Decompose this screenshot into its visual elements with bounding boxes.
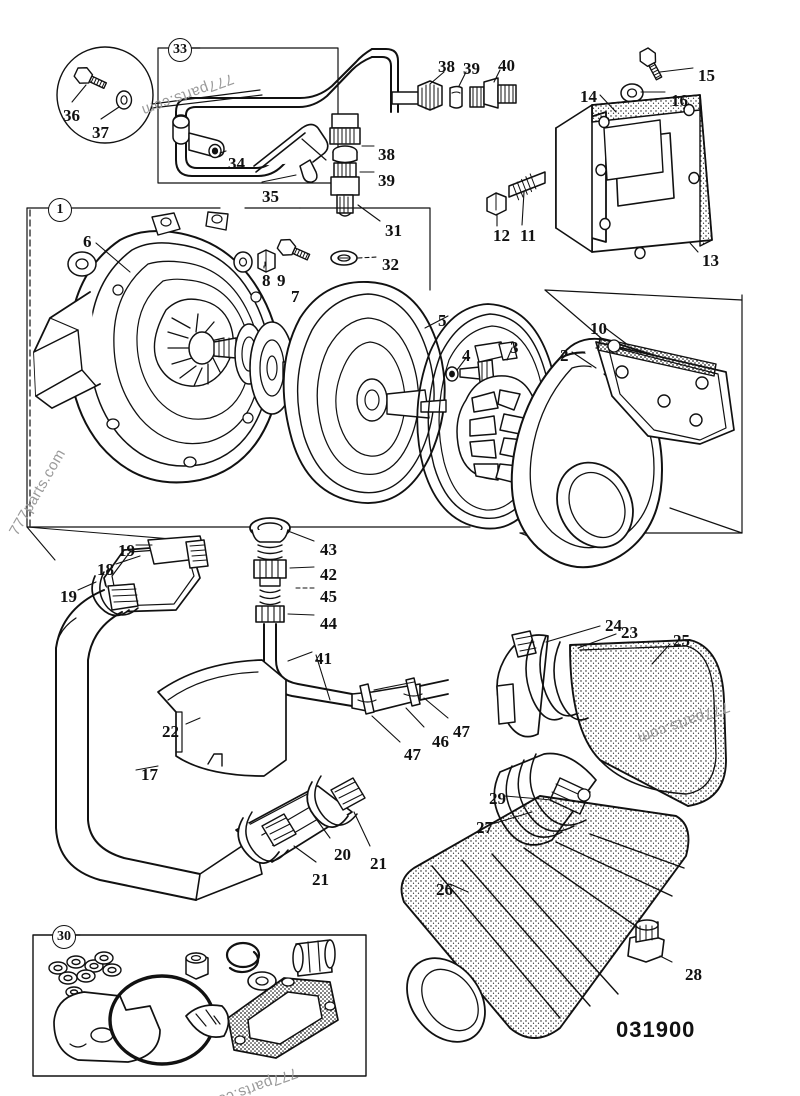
callout-42: 42 <box>320 565 337 584</box>
drawing-number: 031900 <box>616 1017 696 1042</box>
callout-18: 18 <box>97 560 114 579</box>
callout-35: 35 <box>262 187 279 206</box>
callout-36: 36 <box>63 106 80 125</box>
callout-9: 9 <box>277 271 286 290</box>
callout-21-a: 21 <box>370 854 387 873</box>
callout-23: 23 <box>621 623 638 642</box>
callout-32: 32 <box>382 255 399 274</box>
callout-47-a: 47 <box>453 722 470 741</box>
callout-24: 24 <box>605 616 622 635</box>
callout-44: 44 <box>320 614 337 633</box>
callout-45: 45 <box>320 587 337 606</box>
callout-37: 37 <box>92 123 109 142</box>
callout-22: 22 <box>162 722 179 741</box>
group-label-33: 33 <box>168 38 192 62</box>
callout-11: 11 <box>520 226 537 245</box>
callout-34: 34 <box>228 154 245 173</box>
callout-26: 26 <box>436 880 453 899</box>
callout-38-low: 38 <box>378 145 395 164</box>
callout-47-b: 47 <box>404 745 421 764</box>
callout-4: 4 <box>462 346 471 365</box>
callout-19-a: 19 <box>118 541 135 560</box>
callout-29: 29 <box>489 789 506 808</box>
callout-13: 13 <box>702 251 719 270</box>
callout-14: 14 <box>580 87 597 106</box>
group-label-1: 1 <box>48 198 72 222</box>
callout-20: 20 <box>334 845 351 864</box>
callout-12: 12 <box>493 226 510 245</box>
callout-38-top: 38 <box>438 57 455 76</box>
callout-21-b: 21 <box>312 870 329 889</box>
callout-46: 46 <box>432 732 449 751</box>
callout-6: 6 <box>83 232 92 251</box>
callout-41: 41 <box>315 649 332 668</box>
callout-40: 40 <box>498 56 515 75</box>
callout-27: 27 <box>476 818 493 837</box>
callout-16: 16 <box>671 91 688 110</box>
callout-8: 8 <box>262 271 271 290</box>
callout-43: 43 <box>320 540 337 559</box>
callout-25: 25 <box>673 631 690 650</box>
callout-3: 3 <box>510 338 519 357</box>
callout-28: 28 <box>685 965 702 984</box>
callout-17: 17 <box>141 765 158 784</box>
callout-2: 2 <box>560 346 569 365</box>
callout-19-b: 19 <box>60 587 77 606</box>
callout-10: 10 <box>590 319 607 338</box>
callout-39-top: 39 <box>463 59 480 78</box>
callout-15: 15 <box>698 66 715 85</box>
callout-39-low: 39 <box>378 171 395 190</box>
callout-7: 7 <box>291 287 300 306</box>
group-label-30: 30 <box>52 925 76 949</box>
callout-5: 5 <box>438 311 447 330</box>
callout-31: 31 <box>385 221 402 240</box>
